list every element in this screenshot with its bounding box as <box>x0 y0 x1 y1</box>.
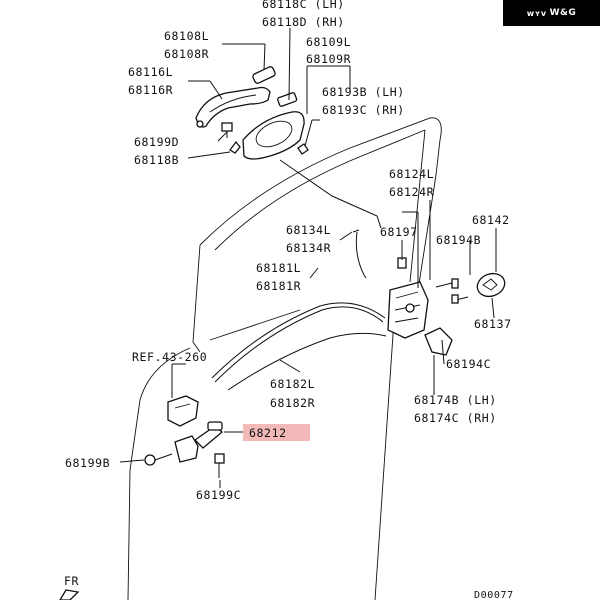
label-68134R: 68134R <box>286 241 331 255</box>
label-68108L: 68108L <box>164 29 209 43</box>
inside-handle <box>167 395 199 427</box>
label-68116L: 68116L <box>128 65 173 79</box>
label-68181R: 68181R <box>256 279 301 293</box>
bolt-68199B <box>144 453 173 466</box>
front-direction-arrow <box>59 589 80 600</box>
diagram-id: D00077 <box>474 590 514 600</box>
highlight-box <box>243 424 310 441</box>
label-68142: 68142 <box>472 213 510 227</box>
part-labels: 68118C (LH) 68118D (RH) 68108L 68108R 68… <box>64 0 514 600</box>
label-68134L: 68134L <box>286 223 331 237</box>
handle-frame <box>242 92 305 160</box>
label-68118C: 68118C (LH) <box>262 0 345 11</box>
label-ref-43-260: REF.43-260 <box>132 350 207 364</box>
label-68118D: 68118D (RH) <box>262 15 345 29</box>
label-68124R: 68124R <box>389 185 434 199</box>
label-68199B: 68199B <box>65 456 110 470</box>
label-68118B: 68118B <box>134 153 179 167</box>
rod-68134 <box>352 229 367 279</box>
screw-68137 <box>451 294 469 304</box>
label-68109R: 68109R <box>306 52 351 66</box>
label-68108R: 68108R <box>164 47 209 61</box>
door-outline <box>127 117 442 600</box>
brand-mark: ᴡʏᴠ <box>526 8 547 18</box>
leader-lines <box>119 27 497 488</box>
outer-door-handle <box>195 66 276 128</box>
label-68174C: 68174C (RH) <box>414 411 497 425</box>
cable-68182 <box>227 332 387 391</box>
label-68137: 68137 <box>474 317 512 331</box>
label-68199C: 68199C <box>196 488 241 502</box>
label-68182R: 68182R <box>270 396 315 410</box>
striker-68142 <box>476 272 506 298</box>
label-68109L: 68109L <box>306 35 351 49</box>
label-68116R: 68116R <box>128 83 173 97</box>
cable-68181 <box>211 302 386 383</box>
label-68181L: 68181L <box>256 261 301 275</box>
label-fr: FR <box>64 574 79 588</box>
screw-68194B <box>435 278 459 289</box>
door-latch-assembly <box>387 281 429 339</box>
label-68182L: 68182L <box>270 377 315 391</box>
bolt-68199C <box>214 453 225 478</box>
label-68193C: 68193C (RH) <box>322 103 405 117</box>
label-68199D: 68199D <box>134 135 179 149</box>
label-68197: 68197 <box>380 225 418 239</box>
brand-logo: ᴡʏᴠ W&G <box>503 0 600 26</box>
label-68174B: 68174B (LH) <box>414 393 497 407</box>
label-68124L: 68124L <box>389 167 434 181</box>
label-68212: 68212 <box>249 426 287 440</box>
cap-68118B <box>229 140 241 154</box>
door-check-68212 <box>174 421 224 463</box>
cover-68174 <box>424 327 453 356</box>
clip-68193 <box>297 143 309 155</box>
label-68193B: 68193B (LH) <box>322 85 405 99</box>
brand-text: W&G <box>549 8 577 18</box>
label-68194C: 68194C <box>446 357 491 371</box>
label-68194B: 68194B <box>436 233 481 247</box>
